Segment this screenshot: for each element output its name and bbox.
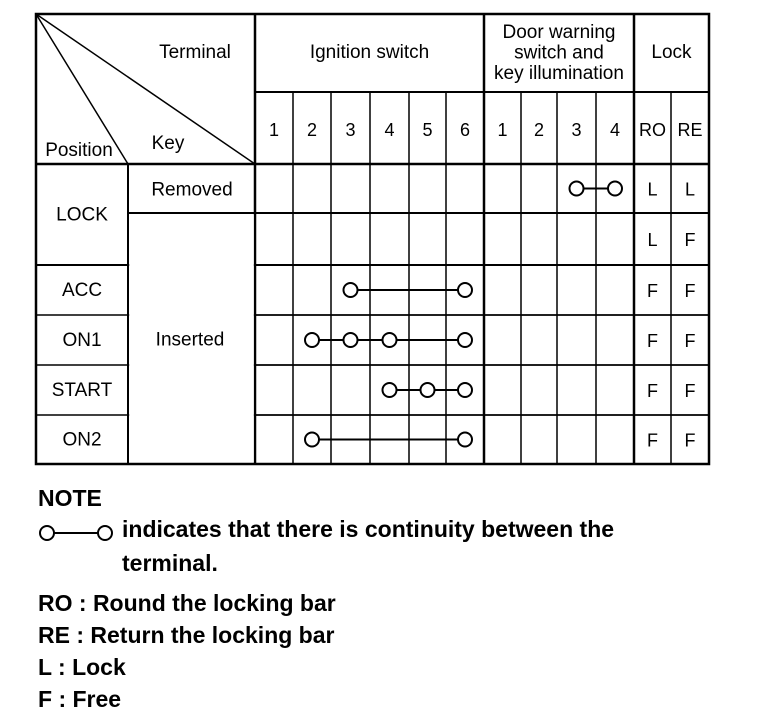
terminal-number: 1 — [497, 120, 507, 140]
continuity-node — [607, 180, 623, 197]
lock-value: F — [647, 381, 658, 401]
note-title: NOTE — [38, 485, 102, 511]
continuity-symbol-icon — [39, 525, 113, 541]
lock-value: F — [647, 430, 658, 450]
group-header-1: Door warning — [503, 22, 616, 43]
key-label: Removed — [151, 180, 232, 201]
legend-re: RE : Return the locking bar — [38, 622, 335, 648]
continuity-node — [457, 282, 473, 298]
continuity-node — [457, 382, 473, 398]
key-cell — [129, 214, 254, 463]
lock-value: F — [685, 281, 696, 301]
lock-value: F — [685, 381, 696, 401]
terminal-number: 1 — [269, 120, 279, 140]
table-border — [34, 12, 711, 466]
terminal-number: 4 — [384, 120, 394, 140]
note-text-line1: indicates that there is continuity betwe… — [122, 516, 615, 542]
group-header-1: key illumination — [494, 63, 624, 84]
lock-value: L — [647, 179, 657, 199]
position-label: ON1 — [62, 330, 101, 351]
terminal-number: 2 — [534, 120, 544, 140]
key-label: Inserted — [156, 330, 225, 351]
lock-value: F — [685, 331, 696, 351]
terminal-number: 2 — [307, 120, 317, 140]
lock-value: L — [647, 230, 657, 250]
corner-position-label: Position — [45, 140, 113, 161]
continuity-node — [381, 332, 398, 348]
lock-value: F — [685, 430, 696, 450]
continuity-node — [304, 332, 320, 348]
position-label: ACC — [62, 280, 102, 301]
terminal-number: 6 — [460, 120, 470, 140]
continuity-node — [419, 382, 436, 398]
legend-l: L : Lock — [38, 654, 126, 680]
terminal-number: 3 — [345, 120, 355, 140]
position-label: LOCK — [56, 205, 108, 226]
corner-key-label: Key — [152, 133, 185, 154]
corner-terminal-label: Terminal — [159, 42, 231, 63]
group-header-1: switch and — [514, 43, 604, 64]
terminal-number: RE — [677, 120, 702, 140]
corner-diagonal — [35, 13, 256, 165]
lock-value: F — [685, 230, 696, 250]
continuity-node — [457, 431, 473, 448]
continuity-node — [342, 332, 359, 348]
continuity-node — [457, 332, 473, 348]
continuity-node — [568, 180, 585, 197]
continuity-node — [304, 431, 320, 448]
group-header-2: Lock — [651, 42, 692, 63]
continuity-node — [381, 382, 398, 398]
position-label: START — [52, 380, 113, 401]
continuity-node — [342, 282, 359, 298]
terminal-number: 5 — [422, 120, 432, 140]
legend-ro: RO : Round the locking bar — [38, 590, 336, 616]
terminal-number: 3 — [571, 120, 581, 140]
legend-f: F : Free — [38, 686, 122, 712]
group-header-0: Ignition switch — [310, 42, 429, 63]
terminal-number: 4 — [610, 120, 620, 140]
note-text-line2: terminal. — [122, 550, 218, 576]
corner-diagonal — [35, 13, 129, 165]
lock-value: F — [647, 281, 658, 301]
lock-value: L — [685, 179, 695, 199]
position-label: ON2 — [62, 430, 101, 451]
lock-value: F — [647, 331, 658, 351]
terminal-number: RO — [639, 120, 666, 140]
